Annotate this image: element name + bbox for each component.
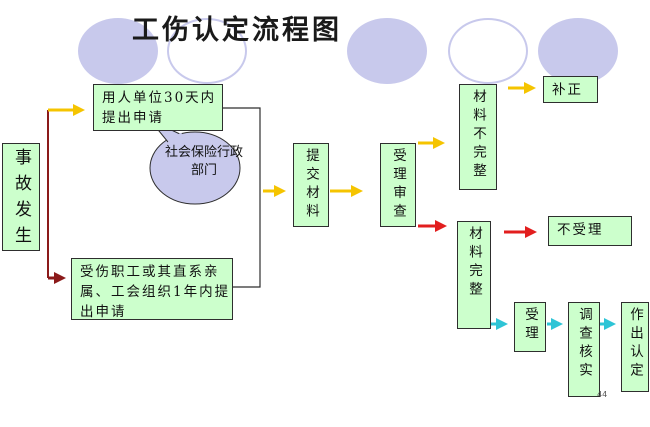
decor-circle-1	[78, 18, 158, 84]
decor-circle-4	[448, 18, 528, 84]
node-review: 受理审查	[380, 143, 416, 227]
node-incomplete-materials: 材料不完整	[459, 84, 497, 190]
node-accept: 受理	[514, 302, 546, 352]
node-accident: 事故发生	[2, 143, 40, 252]
bubble-social-security-dept: 社会保险行政部门	[164, 145, 243, 178]
page-number: 44	[597, 390, 608, 399]
node-supplement: 补正	[543, 76, 598, 103]
decor-circle-2	[167, 18, 247, 84]
node-not-accepted: 不受理	[548, 216, 632, 246]
node-complete-materials: 材料完整	[457, 221, 491, 329]
node-worker-apply: 受伤职工或其直系亲属、工会组织1年内提出申请	[71, 258, 233, 320]
application-bracket	[222, 107, 261, 288]
node-submit-materials: 提交材料	[293, 143, 329, 227]
decor-circle-3	[347, 18, 427, 84]
page-title: 工伤认定流程图	[132, 15, 342, 46]
decor-circle-5	[538, 18, 618, 84]
node-investigate-verify: 调查核实	[568, 302, 600, 397]
node-employer-apply: 用人单位30天内提出申请	[93, 84, 223, 131]
node-make-determination: 作出认定	[621, 302, 649, 392]
